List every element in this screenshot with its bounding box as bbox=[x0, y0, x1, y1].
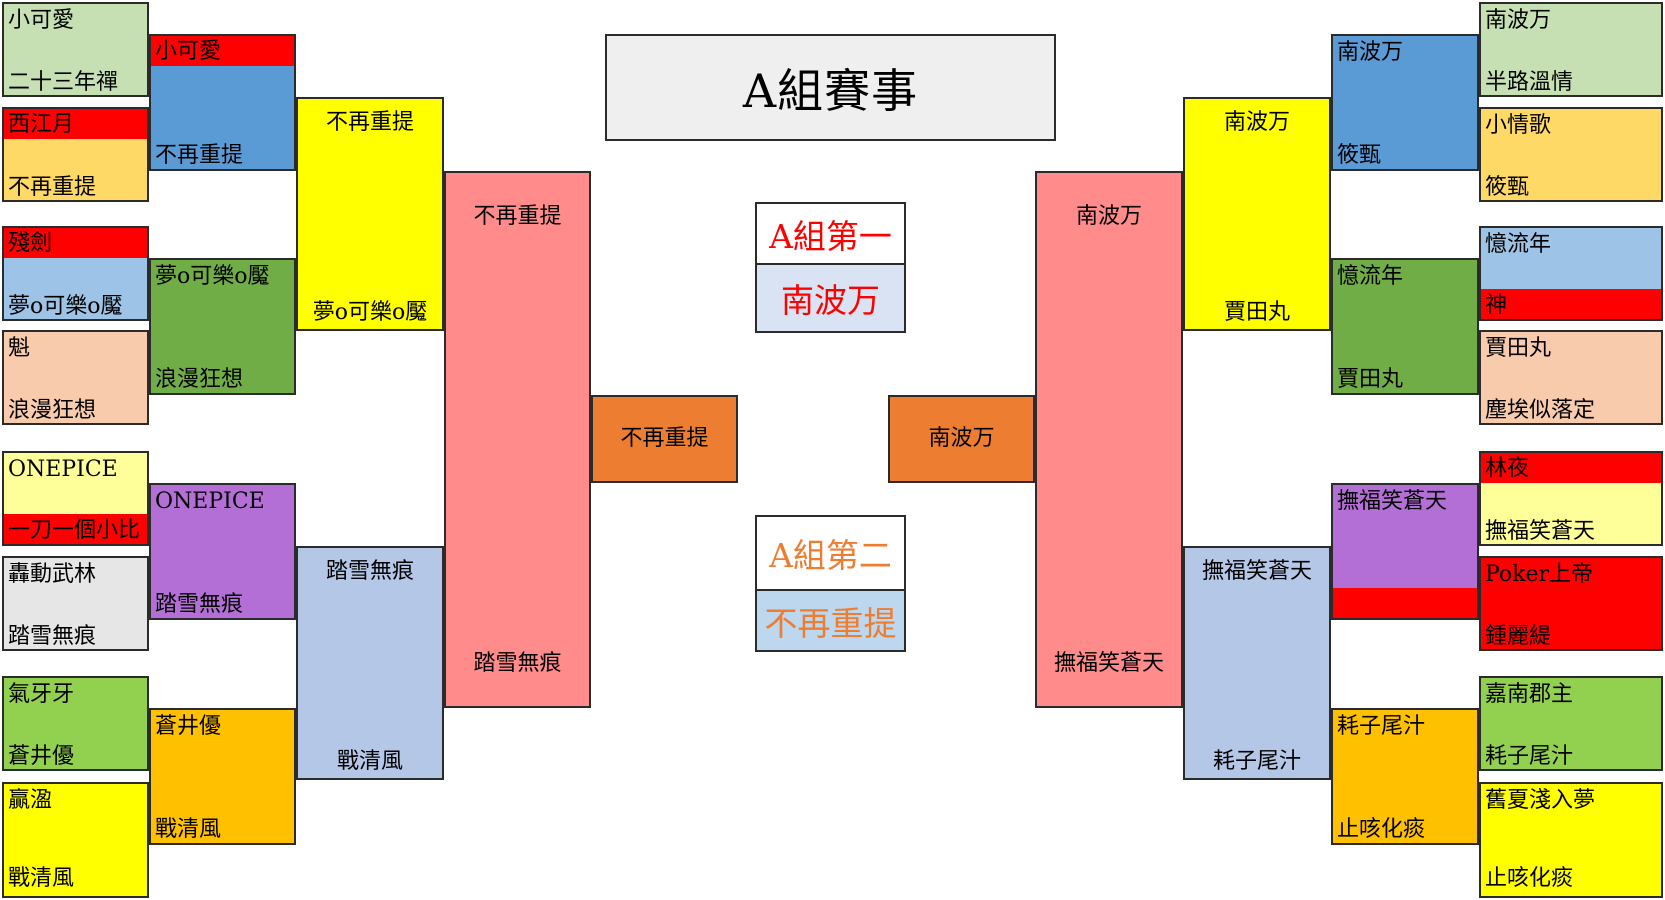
player-name: 撫福笑蒼天 bbox=[1053, 651, 1164, 676]
player-name: 神 bbox=[1485, 293, 1508, 318]
player-name: 賈田丸 bbox=[1485, 336, 1552, 361]
player-name: 贏溋 bbox=[8, 788, 53, 813]
player-name: 鍾麗緹 bbox=[1485, 624, 1552, 649]
player-name: 耗子尾汁 bbox=[1485, 744, 1574, 769]
player-name: 半路溫情 bbox=[1485, 70, 1574, 95]
player-name: 轟動武林 bbox=[8, 562, 97, 587]
player-name: 小可愛 bbox=[8, 8, 75, 33]
player-name: 止咳化痰 bbox=[1337, 817, 1426, 842]
match-l2-3: ONEPICE 踏雪無痕 bbox=[149, 483, 296, 620]
second-place-name: 不再重提 bbox=[755, 589, 906, 652]
match-r1-6: Poker上帝 鍾麗緹 bbox=[1479, 556, 1663, 651]
player-name: 筱甄 bbox=[1337, 143, 1382, 168]
player-name: 賈田丸 bbox=[1223, 300, 1290, 325]
player-name: 止咳化痰 bbox=[1485, 866, 1574, 891]
player-name: 浪漫狂想 bbox=[155, 367, 244, 392]
player-name: 南波万 bbox=[928, 426, 995, 451]
match-l1-4: 魁 浪漫狂想 bbox=[2, 330, 149, 425]
player-name: 戰清風 bbox=[8, 866, 75, 891]
player-name: Poker上帝 bbox=[1485, 562, 1594, 587]
match-l4: 不再重提 踏雪無痕 bbox=[444, 171, 591, 708]
match-l2-1: 小可愛 不再重提 bbox=[149, 34, 296, 171]
player-name: 蒼井優 bbox=[8, 744, 75, 769]
match-r1-1: 南波万 半路溫情 bbox=[1479, 2, 1663, 97]
match-l3-2: 踏雪無痕 戰清風 bbox=[296, 546, 444, 780]
player-name: 小可愛 bbox=[155, 39, 222, 64]
player-name: 魁 bbox=[8, 336, 31, 361]
player-name: 撫福笑蒼天 bbox=[1201, 559, 1312, 584]
match-l1-6: 轟動武林 踏雪無痕 bbox=[2, 556, 149, 651]
player-name: 夢o可樂o魘 bbox=[8, 294, 123, 319]
player-name: 賈田丸 bbox=[1337, 367, 1404, 392]
match-r2-3: 撫福笑蒼天 bbox=[1331, 483, 1479, 620]
player-name: 踏雪無痕 bbox=[325, 559, 414, 584]
player-name: 殘劍 bbox=[8, 231, 53, 256]
match-l1-7: 氣牙牙 蒼井優 bbox=[2, 676, 149, 771]
player-name: ONEPICE bbox=[155, 489, 265, 514]
player-name: 戰清風 bbox=[336, 749, 403, 774]
left-bracket-winner: 不再重提 bbox=[591, 395, 738, 483]
first-place-label: A組第一 bbox=[755, 202, 906, 265]
player-name: 氣牙牙 bbox=[8, 682, 75, 707]
match-l2-4: 蒼井優 戰清風 bbox=[149, 708, 296, 845]
player-name: 南波万 bbox=[1485, 8, 1552, 33]
player-name: 不再重提 bbox=[325, 110, 414, 135]
player-name: 撫福笑蒼天 bbox=[1485, 519, 1596, 544]
player-name: 浪漫狂想 bbox=[8, 398, 97, 423]
player-name: 一刀一個小比 bbox=[8, 518, 141, 543]
player-name: 憶流年 bbox=[1337, 264, 1404, 289]
match-r1-7: 嘉南郡主 耗子尾汁 bbox=[1479, 676, 1663, 771]
player-name: 二十三年禪 bbox=[8, 70, 119, 95]
right-bracket-winner: 南波万 bbox=[888, 395, 1035, 483]
player-name: 小情歌 bbox=[1485, 113, 1552, 138]
player-name: 夢o可樂o魘 bbox=[312, 300, 428, 325]
player-name: 戰清風 bbox=[155, 817, 222, 842]
second-place-label: A組第二 bbox=[755, 515, 906, 591]
match-r2-2: 憶流年 賈田丸 bbox=[1331, 258, 1479, 395]
match-r3-1: 南波万 賈田丸 bbox=[1183, 97, 1331, 331]
match-l1-1: 小可愛 二十三年禪 bbox=[2, 2, 149, 97]
player-name: 不再重提 bbox=[155, 143, 244, 168]
player-name: 南波万 bbox=[1075, 204, 1142, 229]
player-name: 舊夏淺入夢 bbox=[1485, 788, 1596, 813]
match-l1-8: 贏溋 戰清風 bbox=[2, 782, 149, 898]
player-name: 不再重提 bbox=[620, 426, 709, 451]
match-r1-5: 林夜 撫福笑蒼天 bbox=[1479, 451, 1663, 546]
player-name: 南波万 bbox=[1337, 40, 1404, 65]
first-place-name: 南波万 bbox=[755, 263, 906, 333]
player-name: 踏雪無痕 bbox=[8, 624, 97, 649]
page-title: A組賽事 bbox=[605, 34, 1056, 141]
player-name: 林夜 bbox=[1485, 456, 1530, 481]
match-l1-2: 西江月 不再重提 bbox=[2, 107, 149, 202]
match-r1-4: 賈田丸 塵埃似落定 bbox=[1479, 330, 1663, 425]
match-l1-5: ONEPICE 一刀一個小比 bbox=[2, 451, 149, 546]
player-name: 塵埃似落定 bbox=[1485, 398, 1596, 423]
match-l2-2: 夢o可樂o魘 浪漫狂想 bbox=[149, 258, 296, 395]
player-name: 憶流年 bbox=[1485, 232, 1552, 257]
match-l3-1: 不再重提 夢o可樂o魘 bbox=[296, 97, 444, 331]
player-name: 耗子尾汁 bbox=[1337, 714, 1426, 739]
player-name: ONEPICE bbox=[8, 457, 118, 482]
player-name: 嘉南郡主 bbox=[1485, 682, 1574, 707]
match-r1-3: 憶流年 神 bbox=[1479, 226, 1663, 321]
player-name: 夢o可樂o魘 bbox=[155, 264, 270, 289]
player-name: 西江月 bbox=[8, 112, 75, 137]
match-r1-2: 小情歌 筱甄 bbox=[1479, 107, 1663, 202]
match-r1-8: 舊夏淺入夢 止咳化痰 bbox=[1479, 782, 1663, 898]
match-r3-2: 撫福笑蒼天 耗子尾汁 bbox=[1183, 546, 1331, 780]
player-name: 耗子尾汁 bbox=[1212, 749, 1301, 774]
player-name: 不再重提 bbox=[473, 204, 562, 229]
player-name: 踏雪無痕 bbox=[155, 592, 244, 617]
player-name: 不再重提 bbox=[8, 175, 97, 200]
match-r2-1: 南波万 筱甄 bbox=[1331, 34, 1479, 171]
match-r2-4: 耗子尾汁 止咳化痰 bbox=[1331, 708, 1479, 845]
match-r4: 南波万 撫福笑蒼天 bbox=[1035, 171, 1183, 708]
player-name: 撫福笑蒼天 bbox=[1337, 489, 1448, 514]
player-name: 踏雪無痕 bbox=[473, 651, 562, 676]
player-name: 筱甄 bbox=[1485, 175, 1530, 200]
player-name: 南波万 bbox=[1223, 110, 1290, 135]
player-name: 蒼井優 bbox=[155, 714, 222, 739]
match-l1-3: 殘劍 夢o可樂o魘 bbox=[2, 226, 149, 321]
